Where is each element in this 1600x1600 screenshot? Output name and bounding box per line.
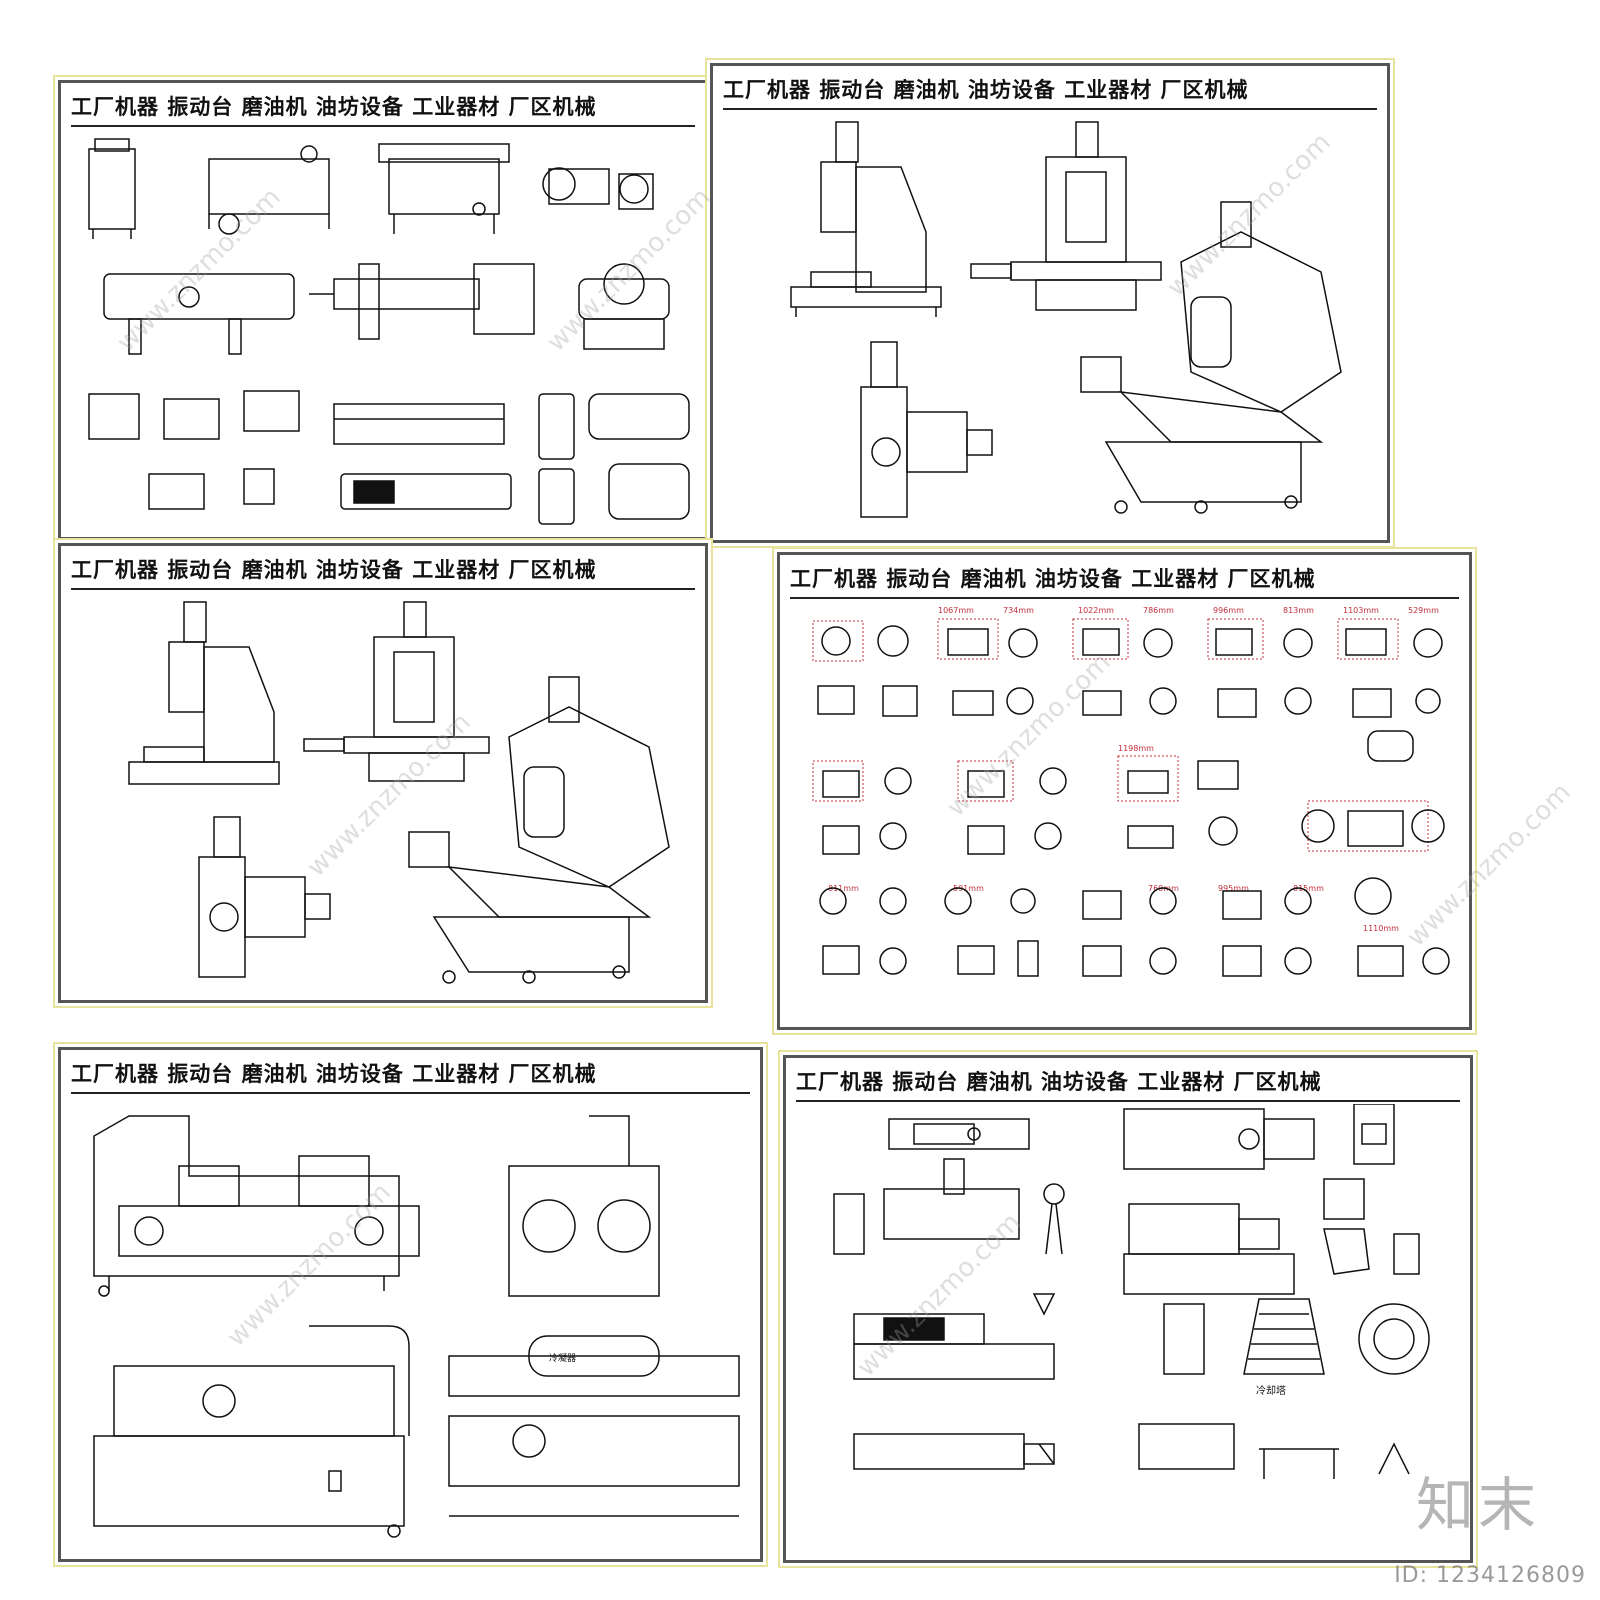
sheet-frame: 工厂机器 振动台 磨油机 油坊设备 工业器材 厂区机械 <box>58 543 708 1003</box>
dim-label-786: 786mm <box>1143 606 1174 615</box>
machine-drawings <box>88 138 690 525</box>
image-id: ID: 1234126809 <box>1394 1563 1586 1588</box>
cnc-mill-drawings <box>790 121 1342 518</box>
dim-label-813: 813mm <box>1283 606 1314 615</box>
tank-label: 冷凝器 <box>549 1352 576 1364</box>
sheet-title: 工厂机器 振动台 磨油机 油坊设备 工业器材 厂区机械 <box>71 89 695 127</box>
sheet-title: 工厂机器 振动台 磨油机 油坊设备 工业器材 厂区机械 <box>71 1056 750 1094</box>
sheet-title: 工厂机器 振动台 磨油机 油坊设备 工业器材 厂区机械 <box>723 72 1377 110</box>
sheet-frame: 工厂机器 振动台 磨油机 油坊设备 工业器材 厂区机械 <box>58 80 708 540</box>
dim-label-1067: 1067mm <box>938 606 974 615</box>
dim-label-1110: 1110mm <box>1363 924 1399 933</box>
dim-label-811: 811mm <box>828 884 859 893</box>
sheet-frame: 工厂机器 振动台 磨油机 油坊设备 工业器材 厂区机械 <box>710 63 1390 543</box>
sheet-title: 工厂机器 振动台 磨油机 油坊设备 工业器材 厂区机械 <box>796 1064 1460 1102</box>
sheet-cnc-mill: 工厂机器 振动台 磨油机 油坊设备 工业器材 厂区机械 <box>705 58 1395 548</box>
sheet-frame: 工厂机器 振动台 磨油机 油坊设备 工业器材 厂区机械 冷凝器 <box>58 1047 763 1562</box>
dim-label-996: 996mm <box>1213 606 1244 615</box>
dim-label-995: 995mm <box>1218 884 1249 893</box>
dim-label-1198: 1198mm <box>1118 744 1154 753</box>
dim-label-1103: 1103mm <box>1343 606 1379 615</box>
chiller-drawings: 冷凝器 <box>93 1115 740 1538</box>
sheet-title: 工厂机器 振动台 磨油机 油坊设备 工业器材 厂区机械 <box>790 561 1459 599</box>
sheet-factory-machines: 工厂机器 振动台 磨油机 油坊设备 工业器材 厂区机械 <box>53 75 713 545</box>
brand-logo: 知末 <box>1415 1471 1540 1539</box>
dim-label-815: 815mm <box>1293 884 1324 893</box>
sheet-injection-molding: 工厂机器 振动台 磨油机 油坊设备 工业器材 厂区机械 冷却塔 <box>778 1050 1478 1568</box>
motor-drawings: 1067mm 734mm 1022mm 786mm 996mm 813mm 11… <box>812 606 1450 977</box>
dim-label-529: 529mm <box>1408 606 1439 615</box>
sheet-cnc-mill-2: 工厂机器 振动台 磨油机 油坊设备 工业器材 厂区机械 <box>53 538 713 1008</box>
sheet-frame: 工厂机器 振动台 磨油机 油坊设备 工业器材 厂区机械 冷却塔 <box>783 1055 1473 1563</box>
sheet-frame: 工厂机器 振动台 磨油机 油坊设备 工业器材 厂区机械 1067mm 734mm… <box>777 552 1472 1030</box>
sheet-title: 工厂机器 振动台 磨油机 油坊设备 工业器材 厂区机械 <box>71 552 695 590</box>
cooling-tower-label: 冷却塔 <box>1256 1384 1286 1397</box>
injection-molding-drawings: 冷却塔 <box>833 1104 1430 1479</box>
sheet-motors: 工厂机器 振动台 磨油机 油坊设备 工业器材 厂区机械 1067mm 734mm… <box>772 547 1477 1035</box>
dim-label-1022: 1022mm <box>1078 606 1114 615</box>
dim-label-734: 734mm <box>1003 606 1034 615</box>
dim-label-591: 591mm <box>953 884 984 893</box>
sheet-chillers: 工厂机器 振动台 磨油机 油坊设备 工业器材 厂区机械 冷凝器 <box>53 1042 768 1567</box>
cnc-mill-drawings <box>128 601 670 984</box>
